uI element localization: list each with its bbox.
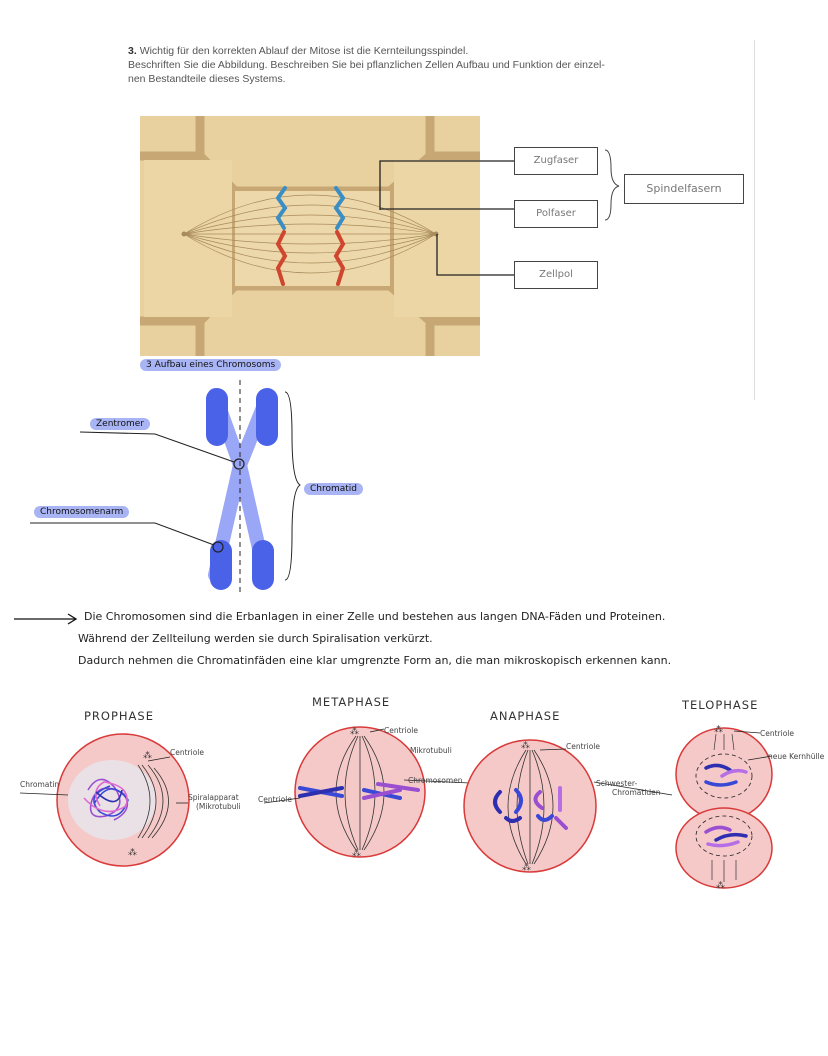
- svg-text:⁂: ⁂: [128, 847, 137, 858]
- left-pole: [181, 231, 187, 237]
- chromosome-diagram: [206, 380, 301, 595]
- task-line3: nen Bestandteile dieses Systems.: [128, 73, 286, 85]
- label-chromatid: Chromatid: [304, 483, 364, 495]
- title-anaphase: ANAPHASE: [490, 709, 561, 723]
- svg-text:⁂: ⁂: [714, 724, 723, 735]
- note-line2: Während der Zellteilung werden sie durch…: [78, 632, 433, 645]
- spindelfasern-text: Spindelfasern: [646, 182, 722, 195]
- arm-marker: [212, 541, 224, 553]
- svg-text:⁂: ⁂: [521, 740, 530, 751]
- vertical-divider: [754, 40, 755, 400]
- label-centriole-meta-top: Centriole: [384, 726, 418, 735]
- inner-cell: [235, 191, 390, 286]
- zugfaser-text: Zugfaser: [533, 155, 579, 166]
- chromosome-heading: 3 Aufbau eines Chromosoms: [140, 359, 282, 371]
- chromatids: [275, 186, 346, 286]
- label-chromatiden: Chromatiden: [612, 788, 661, 797]
- label-zugfaser: Zugfaser: [514, 147, 598, 175]
- task-text: 3. Wichtig für den korrekten Ablauf der …: [128, 44, 748, 86]
- label-zellpol: Zellpol: [514, 261, 598, 289]
- spindle-leader-lines: [379, 149, 620, 276]
- title-prophase: PROPHASE: [84, 709, 154, 723]
- label-mikrotubuli-prophase: (Mikrotubuli: [196, 802, 241, 811]
- label-centriole-meta-left: Centriole: [258, 795, 292, 804]
- label-mikrotubuli: Mikrotubuli: [410, 746, 452, 755]
- spindle-figure: [140, 116, 480, 356]
- task-line1: Wichtig für den korrekten Ablauf der Mit…: [139, 45, 469, 57]
- label-centriole-telophase: Centriole: [760, 729, 794, 738]
- label-schwester: Schwester-: [596, 779, 638, 788]
- polfaser-text: Polfaser: [536, 208, 576, 219]
- label-spiralapparat: Spiralapparat: [188, 793, 239, 802]
- zellpol-text: Zellpol: [539, 269, 573, 280]
- spindle-fibers: [183, 194, 437, 274]
- svg-text:⁂: ⁂: [352, 848, 361, 859]
- label-kernhuelle: neue Kernhülle: [768, 752, 825, 761]
- label-chromosomen: Chromosomen: [408, 776, 463, 785]
- label-spindelfasern: Spindelfasern: [624, 174, 744, 204]
- note-line3: Dadurch nehmen die Chromatinfäden eine k…: [78, 654, 672, 667]
- chromatin-leader: [19, 792, 69, 796]
- label-centriole-anaphase: Centriole: [566, 742, 600, 751]
- anaphase-cell: ⁂ ⁂: [463, 739, 597, 873]
- label-chromatin: Chromatin: [20, 780, 60, 789]
- svg-text:⁂: ⁂: [143, 750, 152, 761]
- svg-text:⁂: ⁂: [716, 880, 725, 891]
- title-telophase: TELOPHASE: [682, 698, 759, 712]
- metaphase-cell: ⁂ ⁂: [294, 726, 426, 859]
- label-centriole-prophase: Centriole: [170, 748, 204, 757]
- centromere-marker: [233, 458, 245, 470]
- title-metaphase: METAPHASE: [312, 695, 391, 709]
- svg-text:⁂: ⁂: [522, 862, 531, 873]
- svg-text:⁂: ⁂: [350, 726, 359, 737]
- label-polfaser: Polfaser: [514, 200, 598, 228]
- mitosis-phases: ⁂ ⁂ ⁂ ⁂ ⁂: [19, 724, 773, 891]
- note-line1: Die Chromosomen sind die Erbanlagen in e…: [84, 610, 666, 623]
- label-chromosomenarm: Chromosomenarm: [34, 506, 130, 518]
- arrow-icon: [14, 613, 78, 625]
- telophase-cell: ⁂ ⁂: [675, 724, 773, 891]
- task-line2: Beschriften Sie die Abbildung. Beschreib…: [128, 59, 605, 71]
- chromatid-brace: [284, 391, 301, 581]
- chromosome-leaders: [30, 431, 235, 546]
- prophase-cell: ⁂ ⁂: [56, 733, 190, 867]
- label-zentromer: Zentromer: [90, 418, 150, 430]
- task-number: 3.: [128, 45, 137, 57]
